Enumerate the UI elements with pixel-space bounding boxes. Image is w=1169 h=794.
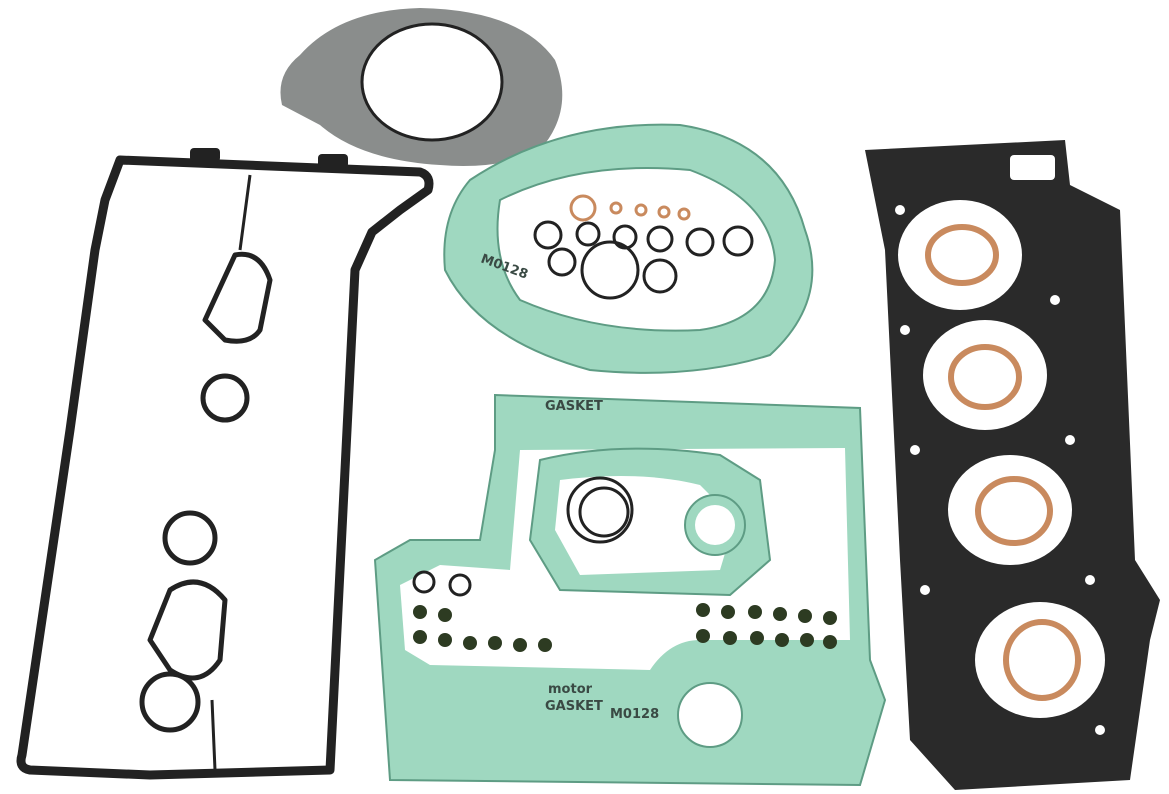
valve-stem-seals xyxy=(413,603,837,652)
valve-cover-gasket xyxy=(16,155,434,780)
clutch-cover-gasket: M0128 xyxy=(443,123,814,374)
gasket-print-text: M0128 xyxy=(610,707,659,722)
stator-cover-gasket xyxy=(280,8,563,166)
gasket-print-text: motor xyxy=(548,682,593,697)
gasket-print-text: GASKET xyxy=(545,399,603,414)
gasket-print-text: GASKET xyxy=(545,699,603,714)
crankcase-gasket: GASKET M0128 motor GASKET xyxy=(373,393,887,787)
valve-cover-grommet xyxy=(318,154,348,168)
valve-cover-grommet xyxy=(190,148,220,162)
cylinder-head-gasket xyxy=(865,140,1160,790)
copper-rings xyxy=(925,224,1081,701)
